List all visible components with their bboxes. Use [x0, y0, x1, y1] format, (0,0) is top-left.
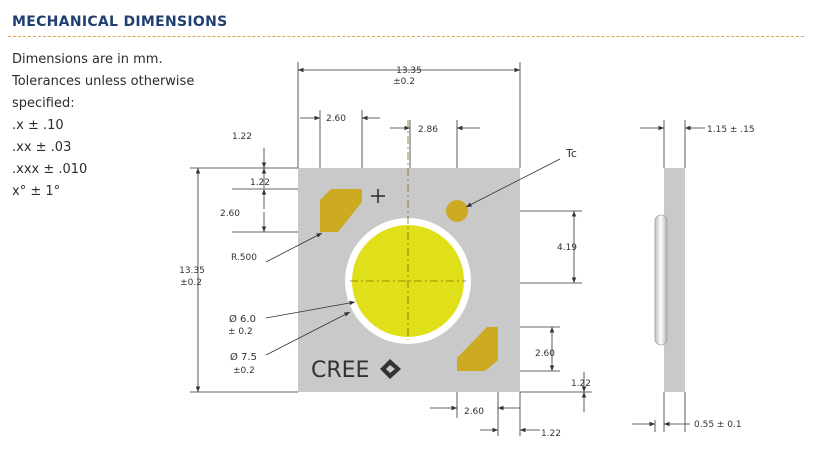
dim-lens-height: 0.55 ± 0.1	[694, 420, 742, 430]
section-heading: MECHANICAL DIMENSIONS	[12, 14, 228, 30]
tc-label: Tc	[565, 147, 577, 160]
side-view-substrate	[664, 168, 685, 392]
note-line: .x ± .10	[12, 118, 64, 133]
dim-bottom-offset: 1.22	[541, 429, 561, 439]
dim-inner-left-offset: 1.22	[250, 178, 270, 188]
dim-ring-diameter: Ø 7.5	[230, 351, 257, 363]
dim-pad-height-left: 2.60	[220, 209, 240, 219]
dim-overall-width-tol: ±0.2	[393, 77, 415, 87]
brand-logo: CREE	[311, 358, 369, 383]
heading-divider	[8, 36, 804, 37]
dim-overall-width: 13.35	[396, 66, 422, 76]
dim-tc-vertical: 4.19	[557, 243, 577, 253]
dim-tc-offset: 2.86	[418, 125, 438, 135]
dim-pad-height-right: 2.60	[535, 349, 555, 359]
dim-top-left-offset: 1.22	[232, 132, 252, 142]
cree-logo-icon	[380, 359, 401, 379]
note-line: .xx ± .03	[12, 140, 72, 155]
dim-overall-height: 13.35	[179, 266, 205, 276]
dim-thickness: 1.15 ± .15	[707, 125, 755, 135]
note-line: .xxx ± .010	[12, 162, 88, 177]
tolerance-notes: Dimensions are in mm. Tolerances unless …	[12, 49, 194, 203]
note-line: Tolerances unless otherwise	[12, 74, 195, 89]
anode-pad	[320, 189, 362, 232]
polarity-plus-icon	[371, 189, 385, 203]
note-line: x° ± 1°	[12, 184, 61, 199]
dim-pad-width-bottom: 2.60	[464, 407, 484, 417]
cathode-pad	[457, 327, 498, 371]
dim-les-diameter-tol: ± 0.2	[228, 327, 253, 337]
note-line: Dimensions are in mm.	[12, 52, 163, 67]
side-view-lens	[654, 214, 668, 346]
dim-radius: R.500	[231, 253, 257, 263]
dim-ring-diameter-tol: ±0.2	[233, 366, 255, 376]
dim-pad-width-top: 2.60	[326, 114, 346, 124]
dim-overall-height-tol: ±0.2	[180, 278, 202, 288]
dim-bottom-right-offset: 1.22	[571, 379, 591, 389]
note-line: specified:	[12, 96, 75, 111]
dim-les-diameter: Ø 6.0	[229, 313, 256, 325]
tc-point	[446, 200, 468, 222]
